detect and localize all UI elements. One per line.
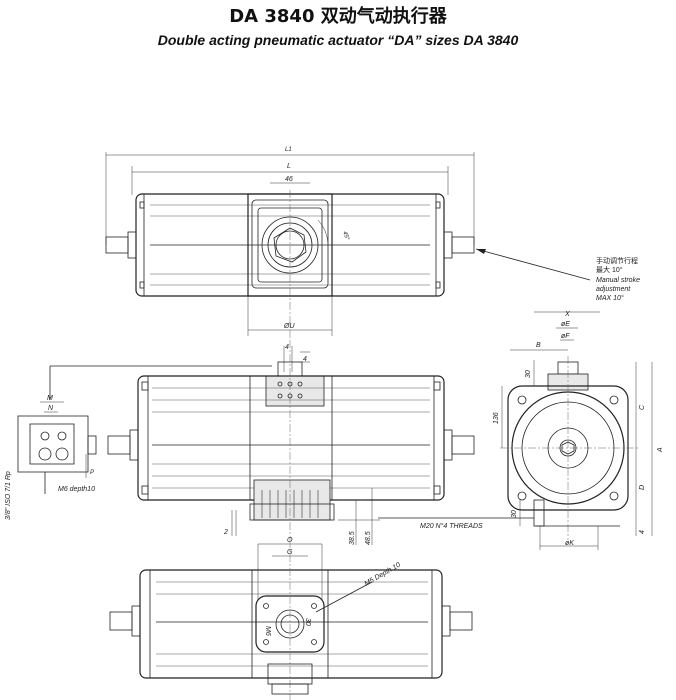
dim-phik-label: øK bbox=[565, 540, 574, 547]
dim-x-label: X bbox=[564, 311, 570, 318]
dim-a-label: A bbox=[657, 447, 664, 453]
dim-2-label: 2 bbox=[223, 529, 228, 536]
dim-4-side-label: 4 bbox=[639, 530, 646, 534]
dim-30b-label: 30 bbox=[511, 510, 518, 518]
callout-line-cn2: 最大 10° bbox=[596, 265, 623, 274]
dim-136-label: 136 bbox=[493, 412, 500, 424]
dim-phiu-label: ØU bbox=[283, 323, 295, 330]
dim-m-label: M bbox=[47, 395, 53, 402]
thread-m6-label: M6 depth10 bbox=[58, 486, 95, 493]
dim-4a-label: 4 bbox=[285, 344, 289, 351]
dim-c-label: C bbox=[639, 404, 646, 410]
callout-stroke-adjustment: 手动调节行程 最大 10° Manual stroke adjustment M… bbox=[596, 256, 640, 302]
dim-angle-label: 45° bbox=[341, 231, 350, 242]
front-view: 4 4 bbox=[49, 340, 534, 545]
bottom-view: O G M5 Depth 10 M6 30 bbox=[109, 537, 473, 700]
callout-line-cn1: 手动调节行程 bbox=[596, 256, 638, 265]
dim-385-label: 38.5 bbox=[349, 531, 356, 545]
page-subtitle: Double acting pneumatic actuator “DA” si… bbox=[157, 32, 519, 48]
detail-view: M N P M6 depth10 3/8" ISO 7/1 Rp bbox=[5, 395, 97, 520]
dim-46-label: 46 bbox=[285, 176, 293, 183]
port-label: 3/8" ISO 7/1 Rp bbox=[5, 471, 12, 520]
dim-g-label: G bbox=[287, 549, 293, 556]
dim-b-label: B bbox=[536, 342, 541, 349]
side-view: X øE øF B 30 136 C A bbox=[493, 311, 664, 550]
dim-phie-label: øE bbox=[561, 321, 570, 328]
dim-p-label: P bbox=[90, 470, 94, 476]
dim-30-bottom-label: 30 bbox=[304, 618, 311, 626]
dim-m6-label: M6 bbox=[264, 626, 271, 636]
callout-line-en1: Manual stroke bbox=[596, 277, 640, 284]
thread-note-m20: M20 N°4 THREADS bbox=[420, 522, 483, 530]
dim-4b-label: 4 bbox=[303, 356, 307, 363]
callout-line-en2: adjustment bbox=[596, 286, 631, 293]
dim-485-label: 48.5 bbox=[365, 531, 372, 545]
page-title: DA 3840 双动气动执行器 bbox=[229, 6, 447, 27]
dim-30a-label: 30 bbox=[525, 370, 532, 378]
top-view: L1 L 46 bbox=[105, 147, 591, 340]
dim-phif-label: øF bbox=[561, 333, 570, 340]
dim-l1-label: L1 bbox=[285, 147, 292, 153]
callout-line-en3: MAX 10° bbox=[596, 294, 624, 302]
dim-d-label: D bbox=[639, 485, 646, 490]
dim-l-label: L bbox=[287, 163, 291, 170]
dim-n-label: N bbox=[48, 405, 54, 412]
